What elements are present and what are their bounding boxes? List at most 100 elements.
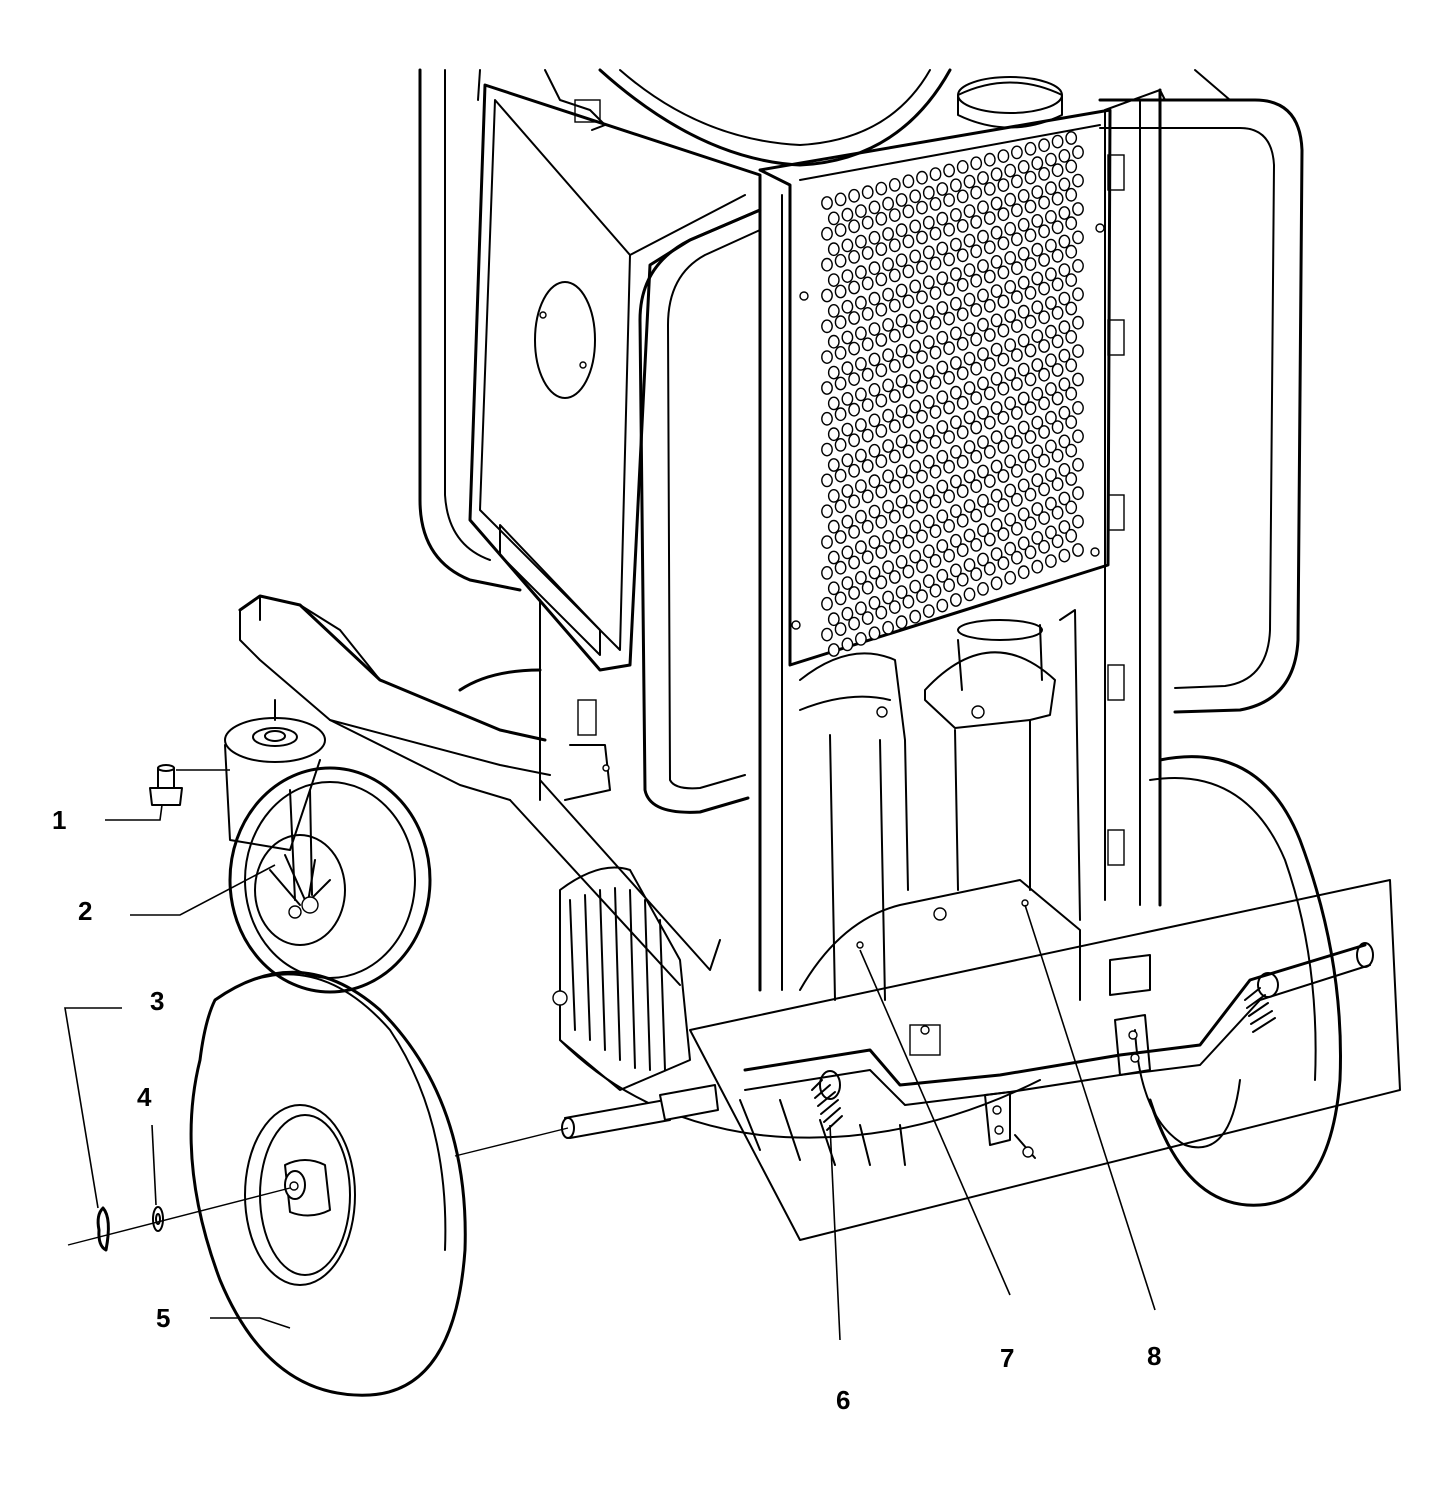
perforation-hole	[916, 379, 928, 394]
perforation-hole	[841, 361, 854, 376]
perforation-hole	[970, 508, 983, 523]
perforation-hole	[834, 192, 847, 207]
perforation-hole	[997, 381, 1010, 396]
perforation-hole	[936, 330, 949, 345]
frame-columns	[758, 88, 1166, 992]
perforation-hole	[855, 326, 867, 341]
perforation-hole	[983, 240, 996, 255]
perforation-hole	[1058, 520, 1071, 534]
perforation-hole	[1045, 439, 1057, 454]
perforation-hole	[983, 328, 996, 342]
perforation-hole	[1024, 141, 1037, 156]
perforation-hole	[983, 444, 996, 459]
perforation-hole	[1024, 228, 1037, 243]
perforation-hole	[827, 334, 840, 349]
perforation-hole	[888, 238, 901, 253]
perforation-hole	[970, 303, 983, 317]
perforation-hole	[888, 539, 901, 554]
perforation-hole	[970, 420, 983, 435]
perforation-hole	[875, 393, 888, 408]
perforation-hole	[963, 410, 976, 425]
perforation-hole	[1045, 525, 1057, 540]
perforation-hole	[841, 484, 854, 498]
perforation-hole	[977, 493, 989, 508]
callout-label-5: 5	[156, 1303, 170, 1333]
motor-fins	[552, 866, 1041, 1139]
perforation-hole	[895, 494, 908, 509]
perforation-hole	[1072, 315, 1084, 330]
perforation-hole	[916, 320, 928, 335]
perforation-hole	[1017, 246, 1030, 261]
perforation-hole	[997, 178, 1010, 193]
perforation-hole	[963, 204, 976, 219]
perforation-hole	[882, 348, 894, 363]
perforation-hole	[882, 378, 894, 393]
perforation-hole	[1065, 528, 1078, 543]
perforation-hole	[990, 576, 1003, 591]
perforation-hole	[855, 295, 867, 310]
perforation-hole	[1051, 191, 1064, 206]
perforation-hole	[909, 609, 922, 624]
perforation-hole	[875, 545, 888, 559]
perforation-hole	[909, 339, 922, 354]
perforation-hole	[909, 219, 922, 234]
perforation-hole	[997, 527, 1010, 542]
perforation-hole	[956, 454, 969, 469]
perforation-hole	[970, 479, 983, 494]
perforation-hole	[848, 219, 860, 234]
perforation-hole	[956, 307, 969, 322]
perforation-hole	[916, 200, 928, 215]
perforation-hole	[943, 222, 955, 237]
perforation-hole	[827, 550, 840, 565]
perforation-hole	[1051, 163, 1064, 178]
perforation-hole	[1072, 543, 1084, 557]
perforation-hole	[821, 350, 833, 364]
perforation-hole	[855, 265, 867, 280]
perforation-hole	[1031, 185, 1044, 200]
perforation-hole	[909, 459, 922, 474]
perforation-hole	[936, 449, 949, 464]
perforation-hole	[977, 464, 989, 479]
perforation-hole	[1024, 285, 1037, 300]
perforation-hole	[1065, 329, 1078, 344]
base-plate	[689, 879, 1401, 1241]
perforation-hole	[1031, 242, 1044, 257]
perforation-hole	[827, 242, 840, 257]
perforation-hole	[841, 207, 854, 222]
perforation-hole	[1072, 258, 1084, 273]
perforation-hole	[990, 371, 1003, 386]
perforation-hole	[922, 454, 935, 469]
perforation-hole	[970, 215, 983, 229]
perforation-hole	[1045, 496, 1057, 511]
perforation-hole	[997, 556, 1010, 571]
perforation-hole	[848, 494, 860, 509]
perforation-hole	[1065, 500, 1078, 515]
perforation-hole	[1031, 502, 1044, 516]
perforation-hole	[997, 439, 1010, 454]
leader-line-4	[151, 1124, 157, 1206]
perforation-hole	[943, 163, 955, 178]
perforation-hole	[882, 560, 894, 575]
perforation-hole	[929, 196, 942, 211]
perforation-hole	[1065, 386, 1078, 401]
perforation-hole	[950, 267, 962, 282]
perforation-hole	[855, 448, 867, 463]
perforation-hole	[950, 474, 962, 489]
perforation-hole	[922, 544, 935, 559]
perforation-hole	[821, 381, 833, 395]
perforation-hole	[977, 582, 989, 596]
perforation-hole	[848, 188, 860, 203]
perforation-hole	[841, 545, 854, 560]
perforation-hole	[834, 223, 847, 238]
perforation-hole	[977, 435, 989, 449]
perforation-hole	[990, 459, 1003, 474]
perforation-hole	[983, 503, 996, 518]
perforation-hole	[1058, 263, 1071, 277]
perforation-hole	[895, 555, 908, 569]
perforation-hole	[1058, 548, 1071, 563]
perforation-hole	[1038, 396, 1051, 411]
perforation-hole	[1017, 420, 1030, 435]
perforation-hole	[1065, 244, 1078, 259]
perforation-hole	[875, 333, 888, 347]
perforation-hole	[1038, 453, 1051, 468]
